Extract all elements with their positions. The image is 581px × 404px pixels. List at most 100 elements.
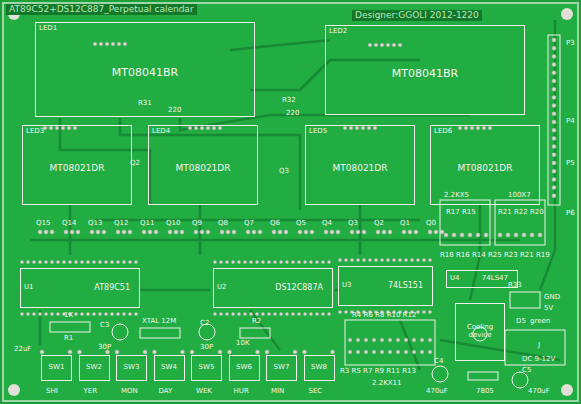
solder-pad	[104, 260, 107, 263]
solder-pad	[404, 350, 408, 354]
solder-pad	[92, 312, 95, 315]
solder-pad	[470, 126, 474, 130]
silkscreen-label: P3	[566, 40, 575, 47]
solder-pad	[116, 260, 119, 263]
solder-pad	[368, 258, 371, 261]
ic-footprint: U2 DS12C887A	[213, 268, 333, 308]
silkscreen-label: SEC	[309, 388, 323, 395]
solder-pad	[388, 350, 392, 354]
solder-pad	[440, 230, 444, 234]
solder-pad	[552, 128, 556, 132]
solder-pad	[350, 230, 354, 234]
solder-pad	[552, 79, 556, 83]
solder-pad	[200, 126, 204, 130]
solder-pad	[498, 233, 502, 237]
solder-pad	[392, 43, 396, 47]
solder-pad	[78, 350, 82, 354]
silkscreen-label: Q5	[296, 220, 306, 227]
solder-pad	[373, 126, 377, 130]
solder-pad	[64, 230, 68, 234]
solder-pad	[368, 43, 372, 47]
solder-pad	[297, 312, 300, 315]
solder-pad	[380, 338, 384, 342]
part-name: SW4	[161, 364, 177, 372]
solder-pad	[258, 230, 262, 234]
solder-pad	[90, 230, 94, 234]
reference-designator: U2	[217, 284, 227, 292]
solder-pad	[428, 350, 432, 354]
solder-pad	[476, 233, 480, 237]
solder-pad	[128, 260, 131, 263]
solder-pad	[367, 126, 371, 130]
silkscreen-label: WEK	[196, 388, 212, 395]
solder-pad	[522, 233, 526, 237]
solder-pad	[362, 230, 366, 234]
silkscreen-label: R4 R6 R8 R10 R12	[352, 312, 416, 319]
solder-pad	[364, 350, 368, 354]
solder-pad	[297, 260, 300, 263]
silkscreen-label: C3	[100, 322, 109, 329]
silkscreen-label: MON	[121, 388, 138, 395]
solder-pad	[168, 230, 172, 234]
solder-pad	[92, 260, 95, 263]
solder-pad	[398, 43, 402, 47]
solder-pad	[376, 230, 380, 234]
solder-pad	[55, 126, 59, 130]
solder-pad	[256, 350, 260, 354]
solder-pad	[143, 350, 147, 354]
silkscreen-label: XTAL 12M	[142, 318, 176, 325]
part-name: 74LS151	[388, 282, 423, 291]
silkscreen-label: HUR	[234, 388, 249, 395]
solder-pad	[153, 350, 157, 354]
solder-pad	[122, 312, 125, 315]
solder-pad	[116, 230, 120, 234]
solder-pad	[303, 260, 306, 263]
solder-pad	[386, 258, 389, 261]
silkscreen-label: Q7	[244, 220, 254, 227]
solder-pad	[338, 310, 341, 313]
silkscreen-label: Q1	[400, 220, 410, 227]
part-name: DS12C887A	[275, 284, 323, 293]
solder-pad	[434, 230, 438, 234]
solder-pad	[255, 312, 258, 315]
solder-pad	[20, 312, 23, 315]
solder-pad	[331, 350, 335, 354]
solder-pad	[174, 230, 178, 234]
silkscreen-label: D5	[516, 318, 526, 325]
solder-pad	[293, 350, 297, 354]
solder-pad	[404, 258, 407, 261]
silkscreen-label: 22uF	[14, 346, 31, 353]
solder-pad	[122, 260, 125, 263]
solder-pad	[404, 338, 408, 342]
solder-pad	[98, 312, 101, 315]
solder-pad	[219, 260, 222, 263]
solder-pad	[188, 126, 192, 130]
part-name: MT08021DR	[457, 164, 512, 174]
reference-designator: LED3	[26, 128, 128, 136]
silkscreen-label: R3 R5 R7 R9 R11 R13	[340, 368, 416, 375]
switch-footprint: SW2	[79, 355, 110, 381]
silkscreen-label: P5	[566, 160, 575, 167]
led-display-footprint: LED5MT08021DR	[305, 125, 415, 205]
solder-pad	[428, 338, 432, 342]
solder-pad	[50, 260, 53, 263]
part-name: SW2	[86, 364, 102, 372]
solder-pad	[142, 230, 146, 234]
part-name: SW7	[274, 364, 290, 372]
solder-pad	[219, 312, 222, 315]
solder-pad	[32, 312, 35, 315]
solder-pad	[327, 260, 330, 263]
silkscreen-label: green	[530, 318, 550, 325]
solder-pad	[273, 312, 276, 315]
solder-pad	[416, 310, 419, 313]
solder-pad	[231, 260, 234, 263]
solder-pad	[44, 260, 47, 263]
solder-pad	[285, 312, 288, 315]
solder-pad	[530, 233, 534, 237]
silkscreen-label: Q4	[322, 220, 332, 227]
solder-pad	[552, 104, 556, 108]
silkscreen-label: 30P	[98, 344, 111, 351]
solder-pad	[38, 312, 41, 315]
solder-pad	[488, 126, 492, 130]
